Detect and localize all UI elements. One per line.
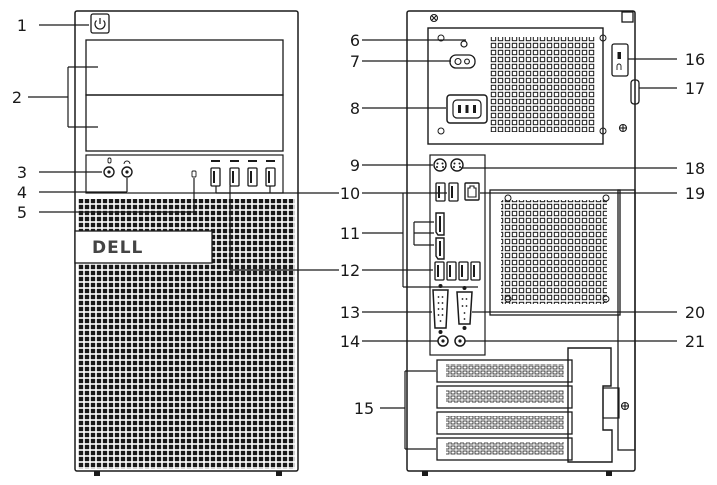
rear-io-panel xyxy=(429,154,486,356)
callout-14: 14 xyxy=(340,332,360,351)
line-out-connector xyxy=(437,335,449,347)
power-supply-unit xyxy=(427,27,604,145)
expansion-slot xyxy=(436,385,573,409)
callouts-right: 16 17 18 19 20 21 xyxy=(685,50,705,351)
rear-usb-ports xyxy=(434,261,481,281)
usb-port xyxy=(470,261,481,281)
psu-fan-grille xyxy=(490,37,595,132)
callout-15: 15 xyxy=(354,399,374,418)
headphone-jack xyxy=(121,166,133,178)
callout-13: 13 xyxy=(340,303,360,322)
usb-port xyxy=(210,167,221,187)
usb-port xyxy=(265,167,276,187)
usb-port xyxy=(446,261,457,281)
front-view: DELL xyxy=(74,10,299,476)
callout-20: 20 xyxy=(685,303,705,322)
hdd-activity-icon xyxy=(191,170,197,178)
displayport-connector xyxy=(435,237,445,260)
front-foot-left xyxy=(94,471,100,476)
expansion-card-slots xyxy=(436,359,573,461)
optical-drive-bay-top xyxy=(85,39,284,96)
expansion-slot xyxy=(436,411,573,435)
ps2-keyboard-connector xyxy=(433,158,447,172)
callout-5: 5 xyxy=(17,203,27,222)
usb-port xyxy=(229,167,240,187)
callout-1: 1 xyxy=(17,16,27,35)
expansion-slot xyxy=(436,359,573,383)
psu-diagnostic-light xyxy=(460,40,468,48)
front-usb-ports xyxy=(210,160,276,187)
callout-2: 2 xyxy=(12,88,22,107)
front-foot-right xyxy=(276,471,282,476)
power-cable-connector xyxy=(446,94,488,124)
expansion-card-latch xyxy=(567,347,613,463)
network-connector xyxy=(464,182,480,201)
callout-6: 6 xyxy=(350,31,360,50)
side-rail xyxy=(617,189,636,451)
callouts-center: 6 7 8 9 10 11 12 13 14 15 xyxy=(340,31,374,418)
line-in-microphone-connector xyxy=(454,335,466,347)
vga-connector xyxy=(432,284,449,334)
callout-10: 10 xyxy=(340,184,360,203)
callout-11: 11 xyxy=(340,224,360,243)
callout-3: 3 xyxy=(17,163,27,182)
callout-9: 9 xyxy=(350,156,360,175)
microphone-jack xyxy=(103,166,115,178)
usb-port xyxy=(247,167,258,187)
psu-diagnostic-button xyxy=(449,54,476,69)
microphone-icon xyxy=(107,157,112,164)
callout-16: 16 xyxy=(685,50,705,69)
callout-17: 17 xyxy=(685,79,705,98)
padlock-ring-tab xyxy=(621,11,634,23)
optical-drive-bay-bottom xyxy=(85,94,284,152)
ps2-mouse-connector xyxy=(450,158,464,172)
displayport-connector xyxy=(435,212,445,236)
padlock-ring xyxy=(630,79,640,105)
headphone-icon xyxy=(123,160,131,165)
callout-4: 4 xyxy=(17,183,27,202)
power-button xyxy=(90,13,110,34)
back-view xyxy=(406,10,640,476)
power-icon xyxy=(94,18,106,30)
callout-18: 18 xyxy=(685,159,705,178)
cooling-fan-grille-frame xyxy=(489,189,621,316)
back-foot-right xyxy=(606,471,612,476)
security-cable-slot xyxy=(611,43,629,77)
logo-plate xyxy=(74,230,213,264)
callout-7: 7 xyxy=(350,52,360,71)
leader-lines xyxy=(28,24,677,450)
usb-port xyxy=(434,261,445,281)
cooling-fan-grille xyxy=(501,200,607,304)
callout-12: 12 xyxy=(340,261,360,280)
dell-logo: DELL xyxy=(92,238,143,258)
usb-port xyxy=(458,261,469,281)
usb-port xyxy=(435,182,446,202)
front-io-panel xyxy=(85,154,284,194)
callouts-left: 1 2 3 4 5 xyxy=(12,16,27,222)
callout-21: 21 xyxy=(685,332,705,351)
expansion-slot xyxy=(436,437,573,461)
callout-19: 19 xyxy=(685,184,705,203)
callout-8: 8 xyxy=(350,99,360,118)
back-foot-left xyxy=(422,471,428,476)
usb-port xyxy=(448,182,459,202)
serial-connector xyxy=(456,286,473,330)
